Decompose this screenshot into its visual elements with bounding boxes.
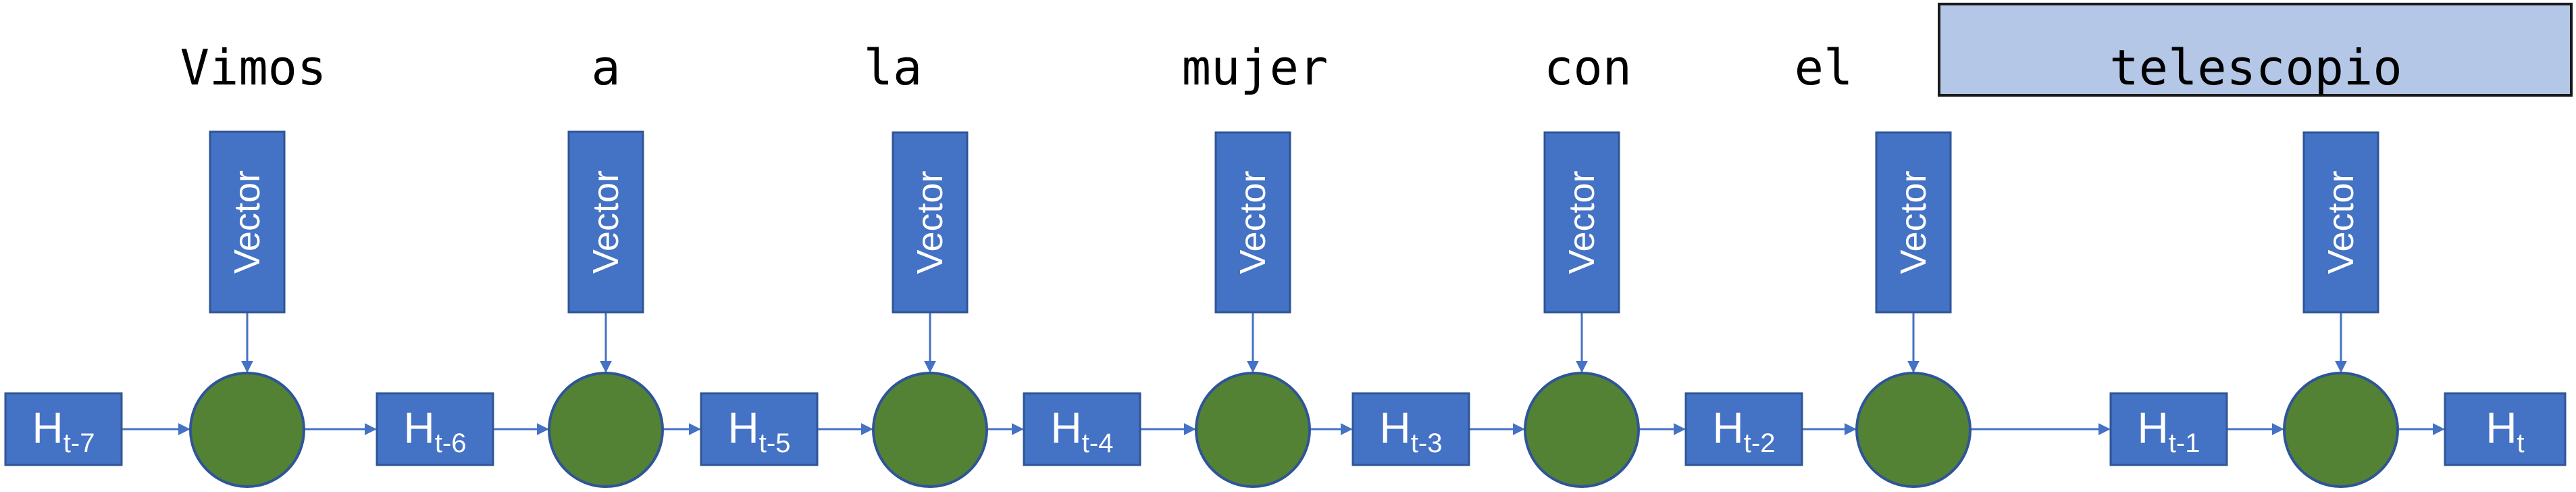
- hidden-state-label-3: Ht-4: [1051, 403, 1114, 458]
- rnn-node-4: [1524, 372, 1640, 488]
- hidden-state-1: Ht-6: [376, 392, 494, 466]
- hidden-state-label-5: Ht-2: [1713, 403, 1776, 458]
- vector-box-0: Vector: [209, 130, 286, 314]
- rnn-node-2: [872, 372, 988, 488]
- rnn-node-5: [1855, 372, 1972, 488]
- vector-box-1: Vector: [567, 130, 644, 314]
- rnn-node-6: [2283, 372, 2399, 488]
- hidden-state-4: Ht-3: [1351, 392, 1470, 466]
- vector-box-2: Vector: [892, 131, 969, 314]
- word-6: telescopio: [2109, 39, 2402, 96]
- vector-label-6: Vector: [2321, 170, 2361, 274]
- hidden-state-label-1: Ht-6: [404, 403, 467, 458]
- hidden-state-2: Ht-5: [700, 392, 819, 466]
- word-0: Vimos: [180, 39, 327, 96]
- hidden-state-6: Ht-1: [2109, 392, 2228, 466]
- word-1: a: [591, 39, 620, 96]
- vector-label-4: Vector: [1562, 170, 1602, 274]
- vector-label-1: Vector: [586, 170, 626, 274]
- highlight-box: [1938, 3, 2573, 97]
- rnn-node-0: [189, 372, 305, 488]
- rnn-node-1: [548, 372, 664, 488]
- hidden-state-5: Ht-2: [1684, 392, 1803, 466]
- hidden-state-0: Ht-7: [4, 392, 123, 466]
- rnn-node-3: [1195, 372, 1311, 488]
- word-3: mujer: [1182, 39, 1329, 96]
- vector-box-6: Vector: [2302, 131, 2379, 314]
- vector-label-3: Vector: [1233, 170, 1273, 274]
- hidden-state-label-0: Ht-7: [32, 403, 95, 458]
- hidden-state-label-7: Ht: [2485, 403, 2524, 458]
- word-4: con: [1544, 39, 1632, 96]
- word-2: la: [864, 39, 923, 96]
- hidden-state-label-2: Ht-5: [728, 403, 791, 458]
- vector-box-4: Vector: [1543, 131, 1620, 314]
- vector-label-2: Vector: [910, 170, 950, 274]
- vector-box-5: Vector: [1875, 131, 1952, 314]
- vector-label-5: Vector: [1893, 170, 1934, 274]
- hidden-state-3: Ht-4: [1023, 392, 1141, 466]
- hidden-state-label-4: Ht-3: [1380, 403, 1443, 458]
- vector-label-0: Vector: [227, 170, 267, 274]
- hidden-state-7: Ht: [2444, 392, 2567, 466]
- hidden-state-label-6: Ht-1: [2138, 403, 2200, 458]
- vector-box-3: Vector: [1214, 131, 1291, 314]
- word-5: el: [1795, 39, 1853, 96]
